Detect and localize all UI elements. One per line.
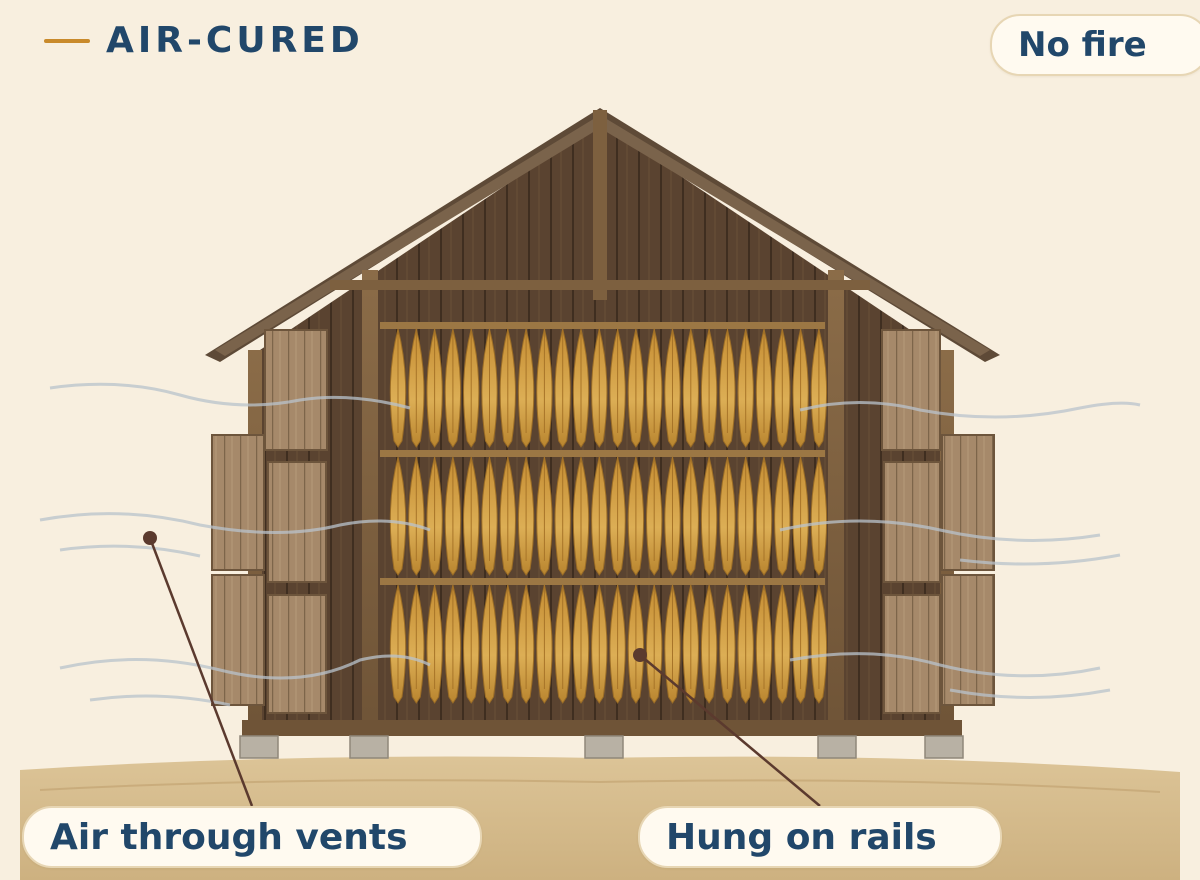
shutter (941, 574, 995, 706)
tobacco-leaves (389, 328, 828, 704)
rail-top (380, 322, 825, 329)
shutter (211, 574, 265, 706)
no-fire-badge: No fire (990, 14, 1200, 76)
shutter (264, 329, 328, 451)
air-flow-lines (39, 382, 1141, 707)
page-title: AIR-CURED (106, 20, 364, 61)
shutter (267, 594, 327, 714)
rails-callout: Hung on rails (638, 806, 1002, 868)
accent-dash (44, 38, 90, 43)
vent-shutters (211, 329, 995, 714)
rail-middle (380, 450, 825, 457)
shutter (211, 434, 265, 571)
barn-roof (205, 108, 1000, 362)
air-vents-callout: Air through vents (22, 806, 482, 868)
section-header: AIR-CURED (44, 20, 364, 61)
rails (380, 322, 825, 585)
shutter (941, 434, 995, 571)
shutter (881, 329, 941, 451)
callout-leaders (143, 531, 821, 807)
stone-footings (239, 735, 964, 759)
rail-bottom (380, 578, 825, 585)
shutter (267, 461, 327, 583)
shutter (883, 594, 941, 714)
